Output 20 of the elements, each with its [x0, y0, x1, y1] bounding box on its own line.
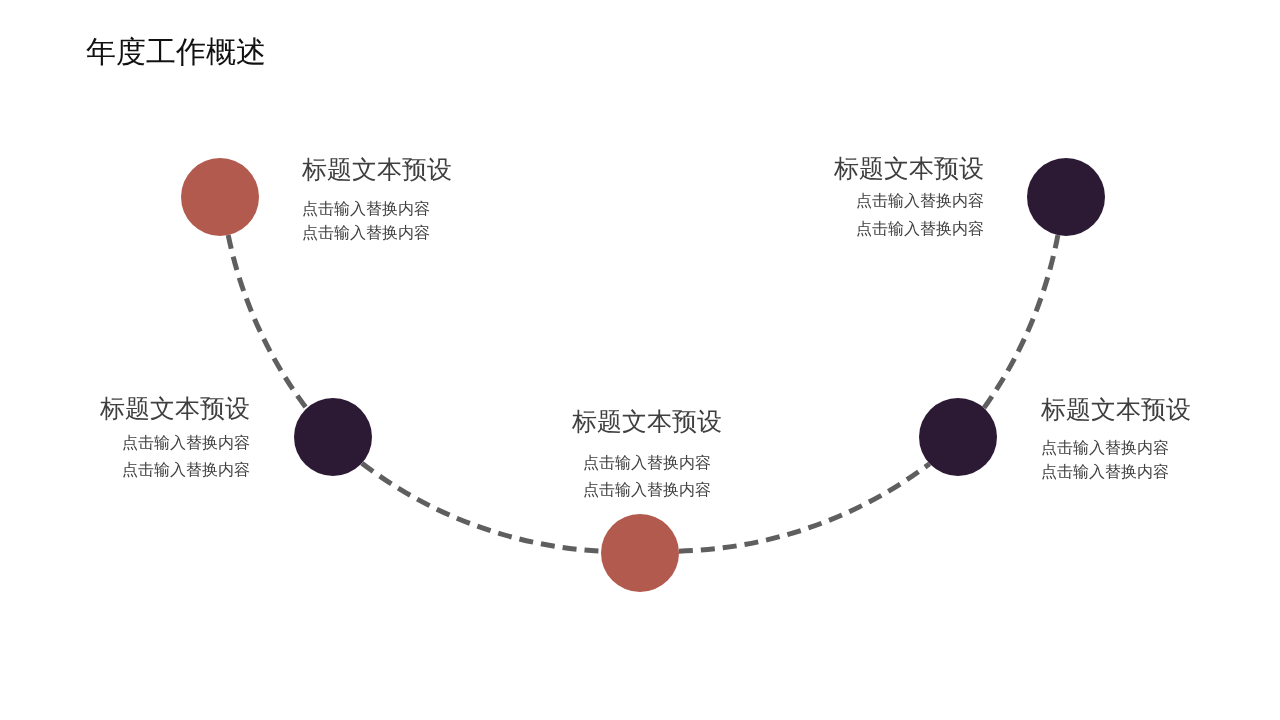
heading: 标题文本预设	[572, 407, 722, 437]
heading: 标题文本预设	[1041, 395, 1191, 425]
dashed-arc	[678, 461, 931, 554]
heading: 标题文本预设	[834, 154, 984, 184]
body-text: 点击输入替换内容	[856, 190, 984, 212]
body-text: 点击输入替换内容	[856, 218, 984, 240]
body-text: 点击输入替换内容	[1041, 461, 1169, 483]
body-text: 点击输入替换内容	[1041, 437, 1169, 459]
body-text: 点击输入替换内容	[122, 432, 250, 454]
dashed-arc	[360, 461, 602, 554]
heading: 标题文本预设	[100, 394, 250, 424]
body-text: 点击输入替换内容	[583, 452, 711, 474]
body-text: 点击输入替换内容	[122, 459, 250, 481]
body-text: 点击输入替换内容	[302, 198, 430, 220]
body-text: 点击输入替换内容	[583, 479, 711, 501]
body-text: 点击输入替换内容	[302, 222, 430, 244]
heading: 标题文本预设	[302, 155, 452, 185]
dashed-arc	[981, 234, 1061, 410]
dashed-arc	[225, 234, 309, 410]
title: 年度工作概述	[86, 33, 266, 71]
